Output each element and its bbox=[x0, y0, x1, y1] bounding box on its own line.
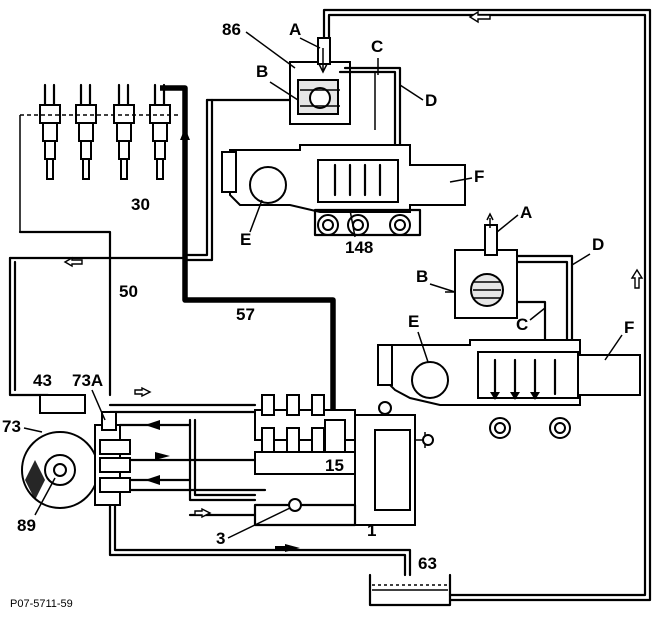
spark-plugs bbox=[19, 83, 180, 232]
fuel-distributor bbox=[254, 394, 434, 526]
label-B-top: B bbox=[256, 62, 268, 81]
line-50 bbox=[8, 230, 187, 397]
label-86: 86 bbox=[222, 20, 241, 39]
regulator-mid bbox=[445, 212, 574, 352]
spark-plug-3 bbox=[113, 83, 135, 180]
label-E-top: E bbox=[240, 230, 251, 249]
spark-plug-4 bbox=[149, 83, 171, 180]
spark-plug-1 bbox=[39, 83, 61, 180]
line-86-to-junction bbox=[183, 98, 292, 262]
label-50: 50 bbox=[119, 282, 138, 301]
lower-fuel-lines bbox=[108, 386, 412, 577]
label-73: 73 bbox=[2, 417, 21, 436]
label-D-mid: D bbox=[592, 235, 604, 254]
label-C-mid: C bbox=[516, 315, 528, 334]
label-B-mid: B bbox=[416, 267, 428, 286]
fuel-pump-89 bbox=[21, 394, 131, 509]
label-D-top: D bbox=[425, 91, 437, 110]
label-63: 63 bbox=[418, 554, 437, 573]
label-43: 43 bbox=[33, 371, 52, 390]
figure-code: P07-5711-59 bbox=[10, 598, 73, 610]
regulator-86-top bbox=[289, 37, 402, 157]
label-F-top: F bbox=[474, 167, 484, 186]
fuel-tank-63 bbox=[368, 573, 452, 607]
label-57: 57 bbox=[236, 305, 255, 324]
label-73A: 73A bbox=[72, 371, 103, 390]
label-89: 89 bbox=[17, 516, 36, 535]
label-E-mid: E bbox=[408, 312, 419, 331]
outer-return-line bbox=[322, 8, 652, 602]
intake-manifold-top bbox=[221, 144, 466, 237]
spark-plug-2 bbox=[75, 83, 97, 180]
label-F-mid: F bbox=[624, 318, 634, 337]
label-1: 1 bbox=[367, 521, 376, 540]
labels: A 86 C B D F E 148 30 A B D C E F 50 57 … bbox=[2, 20, 634, 610]
label-148: 148 bbox=[345, 238, 373, 257]
label-15: 15 bbox=[325, 456, 344, 475]
intake-manifold-mid bbox=[377, 268, 644, 439]
label-A-top: A bbox=[289, 20, 301, 39]
line-57 bbox=[160, 85, 336, 440]
label-A-mid: A bbox=[520, 203, 532, 222]
flow-arrows bbox=[468, 10, 491, 24]
label-3: 3 bbox=[216, 529, 225, 548]
label-C-top: C bbox=[371, 37, 383, 56]
label-30: 30 bbox=[131, 195, 150, 214]
